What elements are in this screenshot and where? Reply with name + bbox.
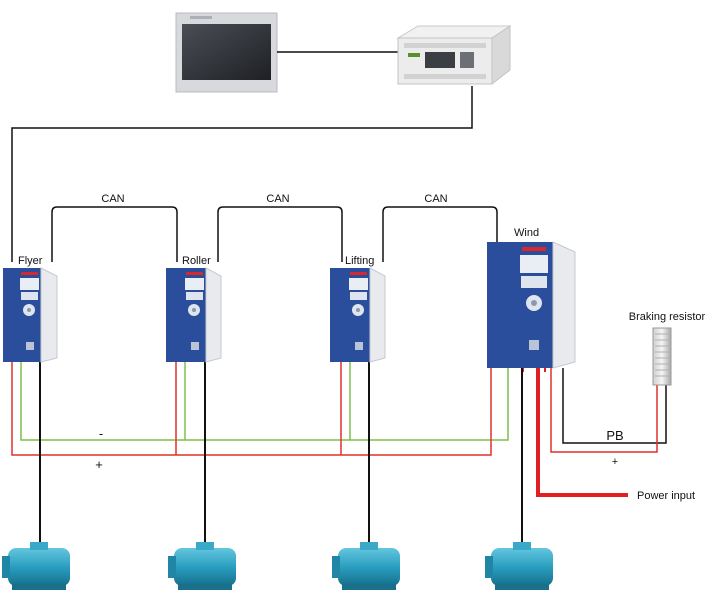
drive-wind xyxy=(487,241,576,369)
can-link-2 xyxy=(217,206,343,262)
motor-2 xyxy=(168,542,236,590)
motor-4 xyxy=(485,542,553,590)
drive-label-roller: Roller xyxy=(182,255,211,267)
plc-controller xyxy=(396,25,512,86)
drive-roller xyxy=(166,267,222,363)
dc-plus-label: + xyxy=(95,457,103,472)
drive-lifting xyxy=(330,267,386,363)
can-link-1 xyxy=(51,206,178,262)
power-input-label: Power input xyxy=(637,490,695,502)
plc-flyer-link xyxy=(11,86,473,262)
motor-3 xyxy=(332,542,400,590)
pb-label: PB xyxy=(606,428,623,443)
drive-label-lifting: Lifting xyxy=(345,255,374,267)
pb-line xyxy=(562,368,667,444)
braking-resistor xyxy=(652,327,672,386)
drive-label-wind: Wind xyxy=(514,227,539,239)
motor-1 xyxy=(2,542,70,590)
can-link-3 xyxy=(382,206,498,262)
dc-bus-negative xyxy=(20,362,509,441)
drive-label-flyer: Flyer xyxy=(18,255,43,267)
power-input-line xyxy=(536,368,628,497)
can-label-1: CAN xyxy=(101,193,124,205)
drive-flyer xyxy=(3,267,58,363)
dc-bus-positive xyxy=(11,362,492,456)
braking-resistor-label: Braking resistor xyxy=(629,311,706,323)
can-label-3: CAN xyxy=(424,193,447,205)
can-label-2: CAN xyxy=(266,193,289,205)
braking-plus-line xyxy=(550,368,658,453)
braking-plus-label: + xyxy=(612,456,618,468)
dc-minus-label: - xyxy=(99,426,103,441)
hmi-panel xyxy=(175,12,278,93)
